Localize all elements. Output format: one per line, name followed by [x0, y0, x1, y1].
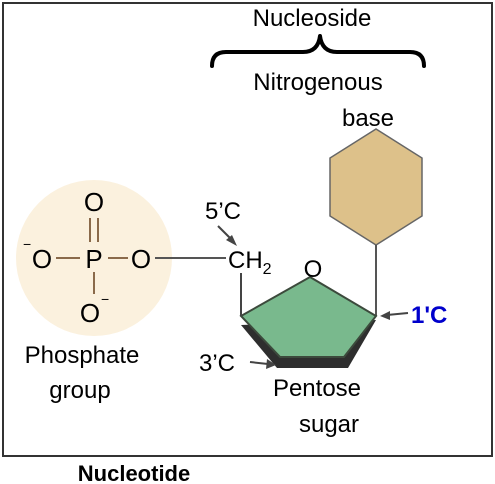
- nucleoside-brace: [210, 34, 426, 68]
- nitrogenous-base-label-line1: Nitrogenous: [253, 69, 382, 96]
- phosphate-o-bottom-charge: −: [101, 291, 109, 307]
- ring-oxygen-label: O: [304, 256, 323, 283]
- ch2-subscript: 2: [263, 261, 272, 278]
- five-c-label: 5’C: [205, 198, 241, 225]
- phosphate-o-left: O: [32, 244, 52, 274]
- one-c-arrow: [386, 312, 409, 316]
- phosphate-o-left-charge: −: [23, 236, 31, 252]
- one-c-arrowhead: [380, 311, 390, 320]
- nitrogenous-base-label-line2: base: [342, 105, 394, 132]
- phosphate-p: P: [85, 244, 102, 274]
- three-c-label: 3’C: [199, 350, 235, 377]
- nucleoside-label: Nucleoside: [253, 5, 372, 32]
- phosphate-o-right: O: [131, 244, 151, 274]
- pentose-sugar-ring: [239, 275, 378, 358]
- phosphate-circle: [16, 180, 172, 336]
- phosphate-o-top: O: [84, 187, 104, 217]
- five-c-arrowhead: [226, 235, 237, 246]
- one-c-label: 1'C: [411, 302, 447, 329]
- three-c-arrowhead: [266, 359, 276, 369]
- ch2-label: CH2: [228, 247, 272, 278]
- pentose-sugar-label-line2: sugar: [299, 411, 359, 438]
- three-c-arrow: [249, 361, 269, 365]
- phosphate-group-label-line2: group: [49, 377, 110, 404]
- phosphate-group-label-line1: Phosphate: [25, 342, 140, 369]
- ch2-main: CH: [228, 247, 263, 274]
- pentose-sugar-label-line1: Pentose: [273, 375, 361, 402]
- nucleotide-caption: Nucleotide: [78, 461, 190, 484]
- phosphate-o-bottom: O: [80, 298, 100, 328]
